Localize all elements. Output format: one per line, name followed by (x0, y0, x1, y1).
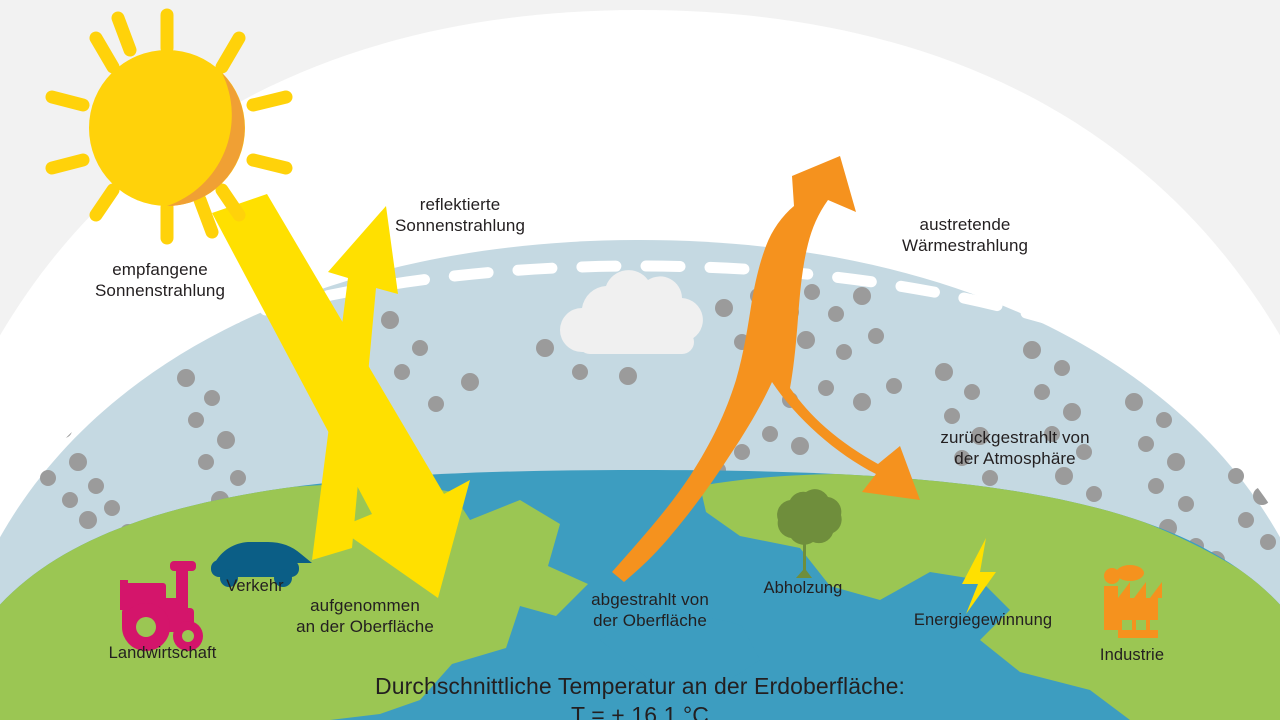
icon-label-traffic: Verkehr (226, 577, 284, 595)
atmosphere-boundary-dashes (0, 260, 1280, 441)
label-incoming-solar: empfangene Sonnenstrahlung (94, 260, 226, 300)
icon-label-agriculture: Landwirtschaft (108, 644, 217, 662)
icon-label-industry: Industrie (1099, 646, 1165, 664)
sun-disk (89, 50, 245, 206)
reflected-solar-arrow (312, 206, 398, 560)
label-back-radiation: zurückgestrahlt von der Atmosphäre (940, 428, 1090, 468)
cloud-icon (560, 270, 703, 354)
label-outgoing-heat: austretende Wärmestrahlung (901, 215, 1029, 255)
label-absorbed-surface: aufgenommen an der Oberfläche (296, 596, 434, 636)
factory-icon (1104, 565, 1162, 638)
icon-label-deforestation: Abholzung (763, 579, 843, 597)
tree-icon (777, 489, 842, 578)
icon-label-energy: Energiegewinnung (913, 611, 1053, 629)
outgoing-heat-arrow (612, 156, 920, 582)
label-emitted-surface: abgestrahlt von der Oberfläche (591, 590, 709, 630)
tractor-icon (120, 561, 203, 651)
lightning-bolt-icon (962, 538, 996, 614)
car-icon (211, 542, 312, 587)
sun-icon (45, 8, 293, 245)
sun-rays (45, 8, 293, 245)
label-reflected-solar: reflektierte Sonnenstrahlung (394, 195, 526, 235)
sun-shadow (167, 73, 245, 206)
surface-temperature-label: Durchschnittliche Temperatur an der Erdo… (374, 673, 905, 720)
